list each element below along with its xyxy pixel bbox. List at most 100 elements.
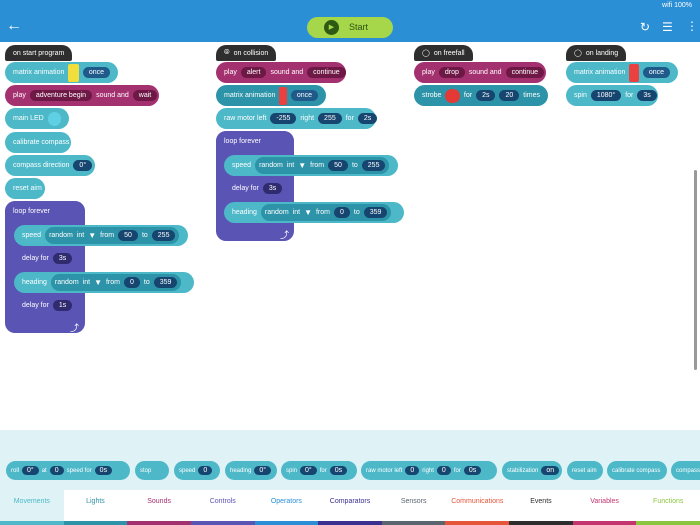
label: random bbox=[49, 232, 73, 239]
value-pill[interactable]: 359 bbox=[363, 207, 388, 218]
tab-events[interactable]: Events bbox=[509, 490, 573, 525]
wait-pill[interactable]: wait bbox=[132, 90, 158, 101]
value-pill[interactable]: 0° bbox=[73, 160, 93, 171]
continue-pill[interactable]: continue bbox=[307, 67, 346, 78]
matrix-thumbnail[interactable] bbox=[629, 63, 639, 82]
tab-controls[interactable]: Controls bbox=[190, 490, 255, 525]
tab-sensors[interactable]: Sensors bbox=[381, 490, 446, 525]
value-pill[interactable]: 1080° bbox=[590, 90, 622, 101]
menu-list-icon[interactable]: ☰ bbox=[662, 20, 673, 34]
tab-operators[interactable]: Operators bbox=[254, 490, 319, 525]
event-block[interactable]: ◯on freefall bbox=[414, 45, 473, 61]
main-led-block[interactable]: main LED bbox=[5, 108, 69, 129]
value-pill[interactable]: 0 bbox=[333, 207, 350, 218]
tab-communications[interactable]: Communications bbox=[445, 490, 510, 525]
sound-pill[interactable]: drop bbox=[438, 67, 465, 78]
tab-lights[interactable]: Lights bbox=[63, 490, 128, 525]
event-block[interactable]: on start program bbox=[5, 45, 73, 61]
aim-icon[interactable]: ↻ bbox=[640, 20, 651, 34]
tab-movements[interactable]: Movements bbox=[0, 490, 64, 525]
event-block[interactable]: ⦾on collision bbox=[216, 45, 277, 61]
type-dropdown[interactable]: int bbox=[286, 162, 295, 169]
palette-compass-block[interactable]: compass bbox=[671, 461, 700, 480]
value-pill[interactable]: 255 bbox=[151, 230, 176, 241]
tab-comparators[interactable]: Comparators bbox=[318, 490, 382, 525]
value-pill[interactable]: 359 bbox=[153, 277, 178, 288]
value-pill[interactable]: -255 bbox=[270, 113, 297, 124]
palette-reset-aim-block[interactable]: reset aim bbox=[567, 461, 603, 480]
type-dropdown[interactable]: int bbox=[82, 279, 91, 286]
tab-variables[interactable]: Variables bbox=[572, 490, 637, 525]
label: times bbox=[523, 92, 540, 99]
value-pill[interactable]: 0 bbox=[123, 277, 140, 288]
matrix-thumbnail[interactable] bbox=[68, 63, 79, 82]
value-pill[interactable]: 255 bbox=[318, 113, 342, 124]
value-pill[interactable]: 20 bbox=[499, 90, 520, 101]
palette-stop-block[interactable]: stop bbox=[135, 461, 169, 480]
more-icon[interactable]: ⋮ bbox=[686, 19, 698, 33]
once-pill[interactable]: once bbox=[290, 90, 318, 101]
value-pill[interactable]: 3s bbox=[637, 90, 657, 101]
value-pill[interactable]: 1s bbox=[52, 300, 73, 311]
event-block[interactable]: ◯on landing bbox=[566, 45, 627, 61]
value-pill[interactable]: 50 bbox=[118, 230, 138, 241]
sound-pill[interactable]: alert bbox=[240, 67, 267, 78]
label: sound and bbox=[468, 69, 502, 76]
color-pill[interactable] bbox=[47, 111, 61, 126]
tab-label: Controls bbox=[209, 498, 236, 505]
start-button[interactable]: ▶ Start bbox=[307, 17, 393, 38]
once-pill[interactable]: once bbox=[82, 67, 110, 78]
label: delay for bbox=[232, 185, 259, 192]
loop-arrow-icon: ⤴ bbox=[280, 230, 290, 240]
color-pill[interactable] bbox=[445, 88, 460, 103]
type-dropdown[interactable]: int bbox=[76, 232, 85, 239]
tab-functions[interactable]: Functions bbox=[636, 490, 700, 525]
value-pill[interactable]: 2s bbox=[476, 90, 496, 101]
once-pill[interactable]: once bbox=[642, 67, 670, 78]
matrix-thumbnail[interactable] bbox=[279, 86, 287, 105]
value-pill[interactable]: 2s bbox=[357, 113, 378, 124]
palette-calibrate-block[interactable]: calibrate compass bbox=[607, 461, 667, 480]
label: for bbox=[625, 92, 634, 99]
value-pill[interactable]: 3s bbox=[262, 183, 283, 194]
calibrate-compass-block[interactable]: calibrate compass bbox=[5, 132, 71, 153]
sound-pill[interactable]: adventure begin bbox=[29, 90, 93, 101]
value-pill[interactable]: 50 bbox=[328, 160, 348, 171]
value-pill[interactable]: 255 bbox=[361, 160, 386, 171]
label: stop bbox=[140, 467, 152, 474]
tab-sounds[interactable]: Sounds bbox=[127, 490, 191, 525]
type-dropdown[interactable]: int bbox=[292, 209, 301, 216]
continue-pill[interactable]: continue bbox=[505, 67, 545, 78]
canvas-scrollbar[interactable] bbox=[694, 170, 697, 370]
back-arrow-icon[interactable]: ← bbox=[6, 17, 22, 34]
label: calibrate compass bbox=[612, 467, 661, 474]
reset-aim-block[interactable]: reset aim bbox=[5, 178, 45, 199]
start-label: Start bbox=[349, 22, 369, 32]
value-pill[interactable]: 3s bbox=[52, 253, 73, 264]
